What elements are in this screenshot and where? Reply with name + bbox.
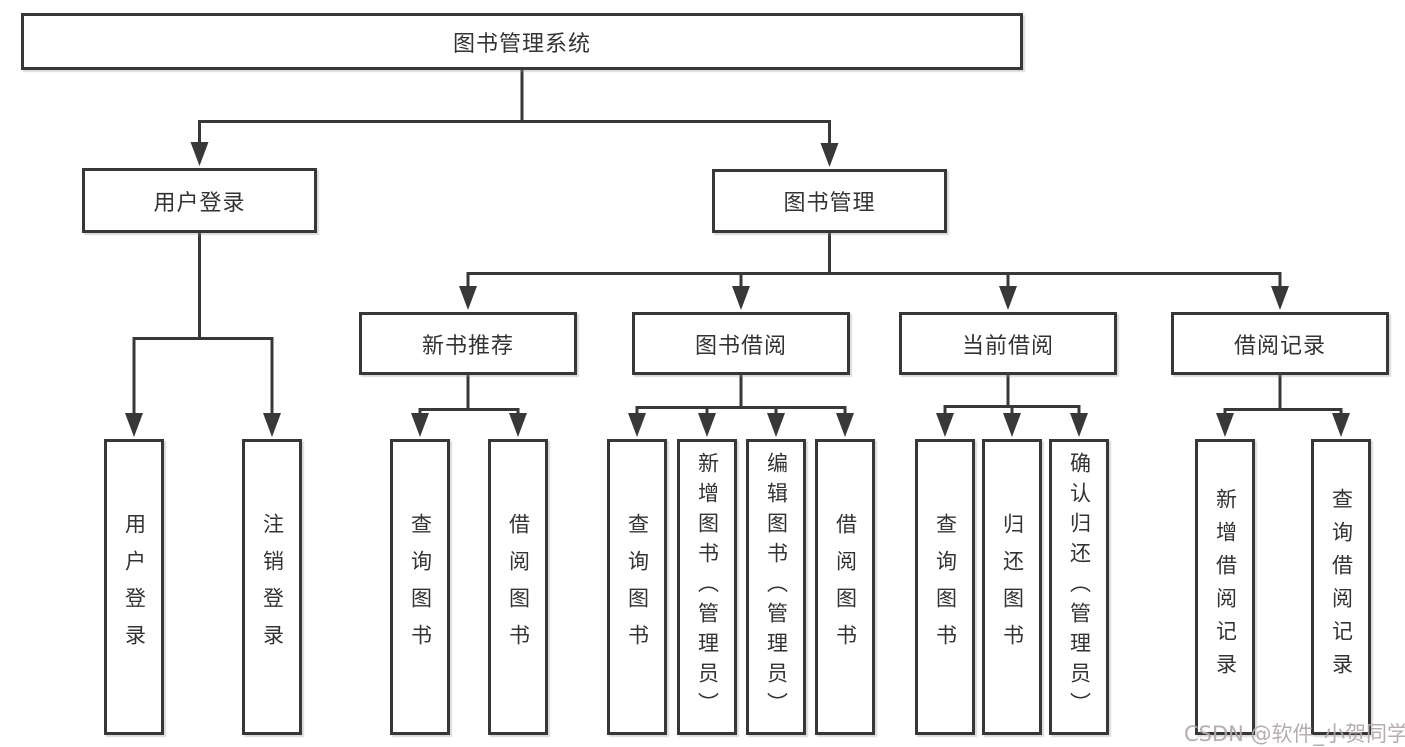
- leaf-user-login-label: 用户登录: [122, 513, 147, 661]
- leaf-query-books-borrowing-label: 查询图书: [625, 513, 650, 661]
- csdn-watermark: CSDN @软件_小贺同学: [1184, 722, 1405, 746]
- leaf-query-books-recommend-label: 查询图书: [408, 513, 433, 661]
- leaf-return-books: 归还图书: [982, 439, 1042, 735]
- leaf-borrow-books-borrowing: 借阅图书: [815, 439, 875, 735]
- leaf-borrow-books-recommend: 借阅图书: [488, 439, 548, 735]
- leaf-edit-book-admin-label: 编辑图书（管理员）: [764, 452, 789, 722]
- leaf-borrow-books-recommend-label: 借阅图书: [506, 513, 531, 661]
- node-current-borrowing: 当前借阅: [899, 312, 1117, 375]
- leaf-user-login: 用户登录: [104, 439, 164, 735]
- node-new-book-recommend-label: 新书推荐: [421, 333, 514, 359]
- node-user-login-label: 用户登录: [153, 190, 246, 216]
- node-book-borrowing: 图书借阅: [632, 312, 850, 375]
- leaf-query-borrow-record-label: 查询借阅记录: [1329, 488, 1354, 686]
- node-root-label: 图书管理系统: [452, 31, 591, 57]
- node-book-borrowing-label: 图书借阅: [694, 333, 787, 359]
- node-user-login: 用户登录: [82, 168, 317, 233]
- leaf-return-books-label: 归还图书: [1000, 513, 1025, 661]
- node-book-management-label: 图书管理: [783, 191, 876, 216]
- leaf-query-books-recommend: 查询图书: [390, 439, 450, 735]
- leaf-add-borrow-record-label: 新增借阅记录: [1213, 488, 1238, 686]
- leaf-edit-book-admin: 编辑图书（管理员）: [746, 439, 806, 735]
- node-root-system: 图书管理系统: [21, 13, 1023, 70]
- leaf-add-book-admin-label: 新增图书（管理员）: [695, 452, 720, 722]
- node-current-borrowing-label: 当前借阅: [961, 333, 1054, 359]
- node-borrowing-records-label: 借阅记录: [1233, 333, 1326, 359]
- leaf-add-borrow-record: 新增借阅记录: [1195, 439, 1255, 735]
- leaf-add-book-admin: 新增图书（管理员）: [677, 439, 737, 735]
- leaf-borrow-books-borrowing-label: 借阅图书: [833, 513, 858, 661]
- leaf-logout: 注销登录: [242, 439, 302, 735]
- leaf-confirm-return-admin-label: 确认归还（管理员）: [1067, 452, 1092, 722]
- node-new-book-recommend: 新书推荐: [359, 312, 577, 375]
- leaf-query-books-borrowing: 查询图书: [607, 439, 667, 735]
- node-borrowing-records: 借阅记录: [1171, 312, 1389, 375]
- leaf-query-books-current: 查询图书: [915, 439, 975, 735]
- node-book-management: 图书管理: [712, 169, 947, 233]
- leaf-confirm-return-admin: 确认归还（管理员）: [1049, 439, 1109, 735]
- leaf-logout-label: 注销登录: [260, 513, 285, 661]
- leaf-query-books-current-label: 查询图书: [933, 513, 958, 661]
- leaf-query-borrow-record: 查询借阅记录: [1311, 439, 1371, 735]
